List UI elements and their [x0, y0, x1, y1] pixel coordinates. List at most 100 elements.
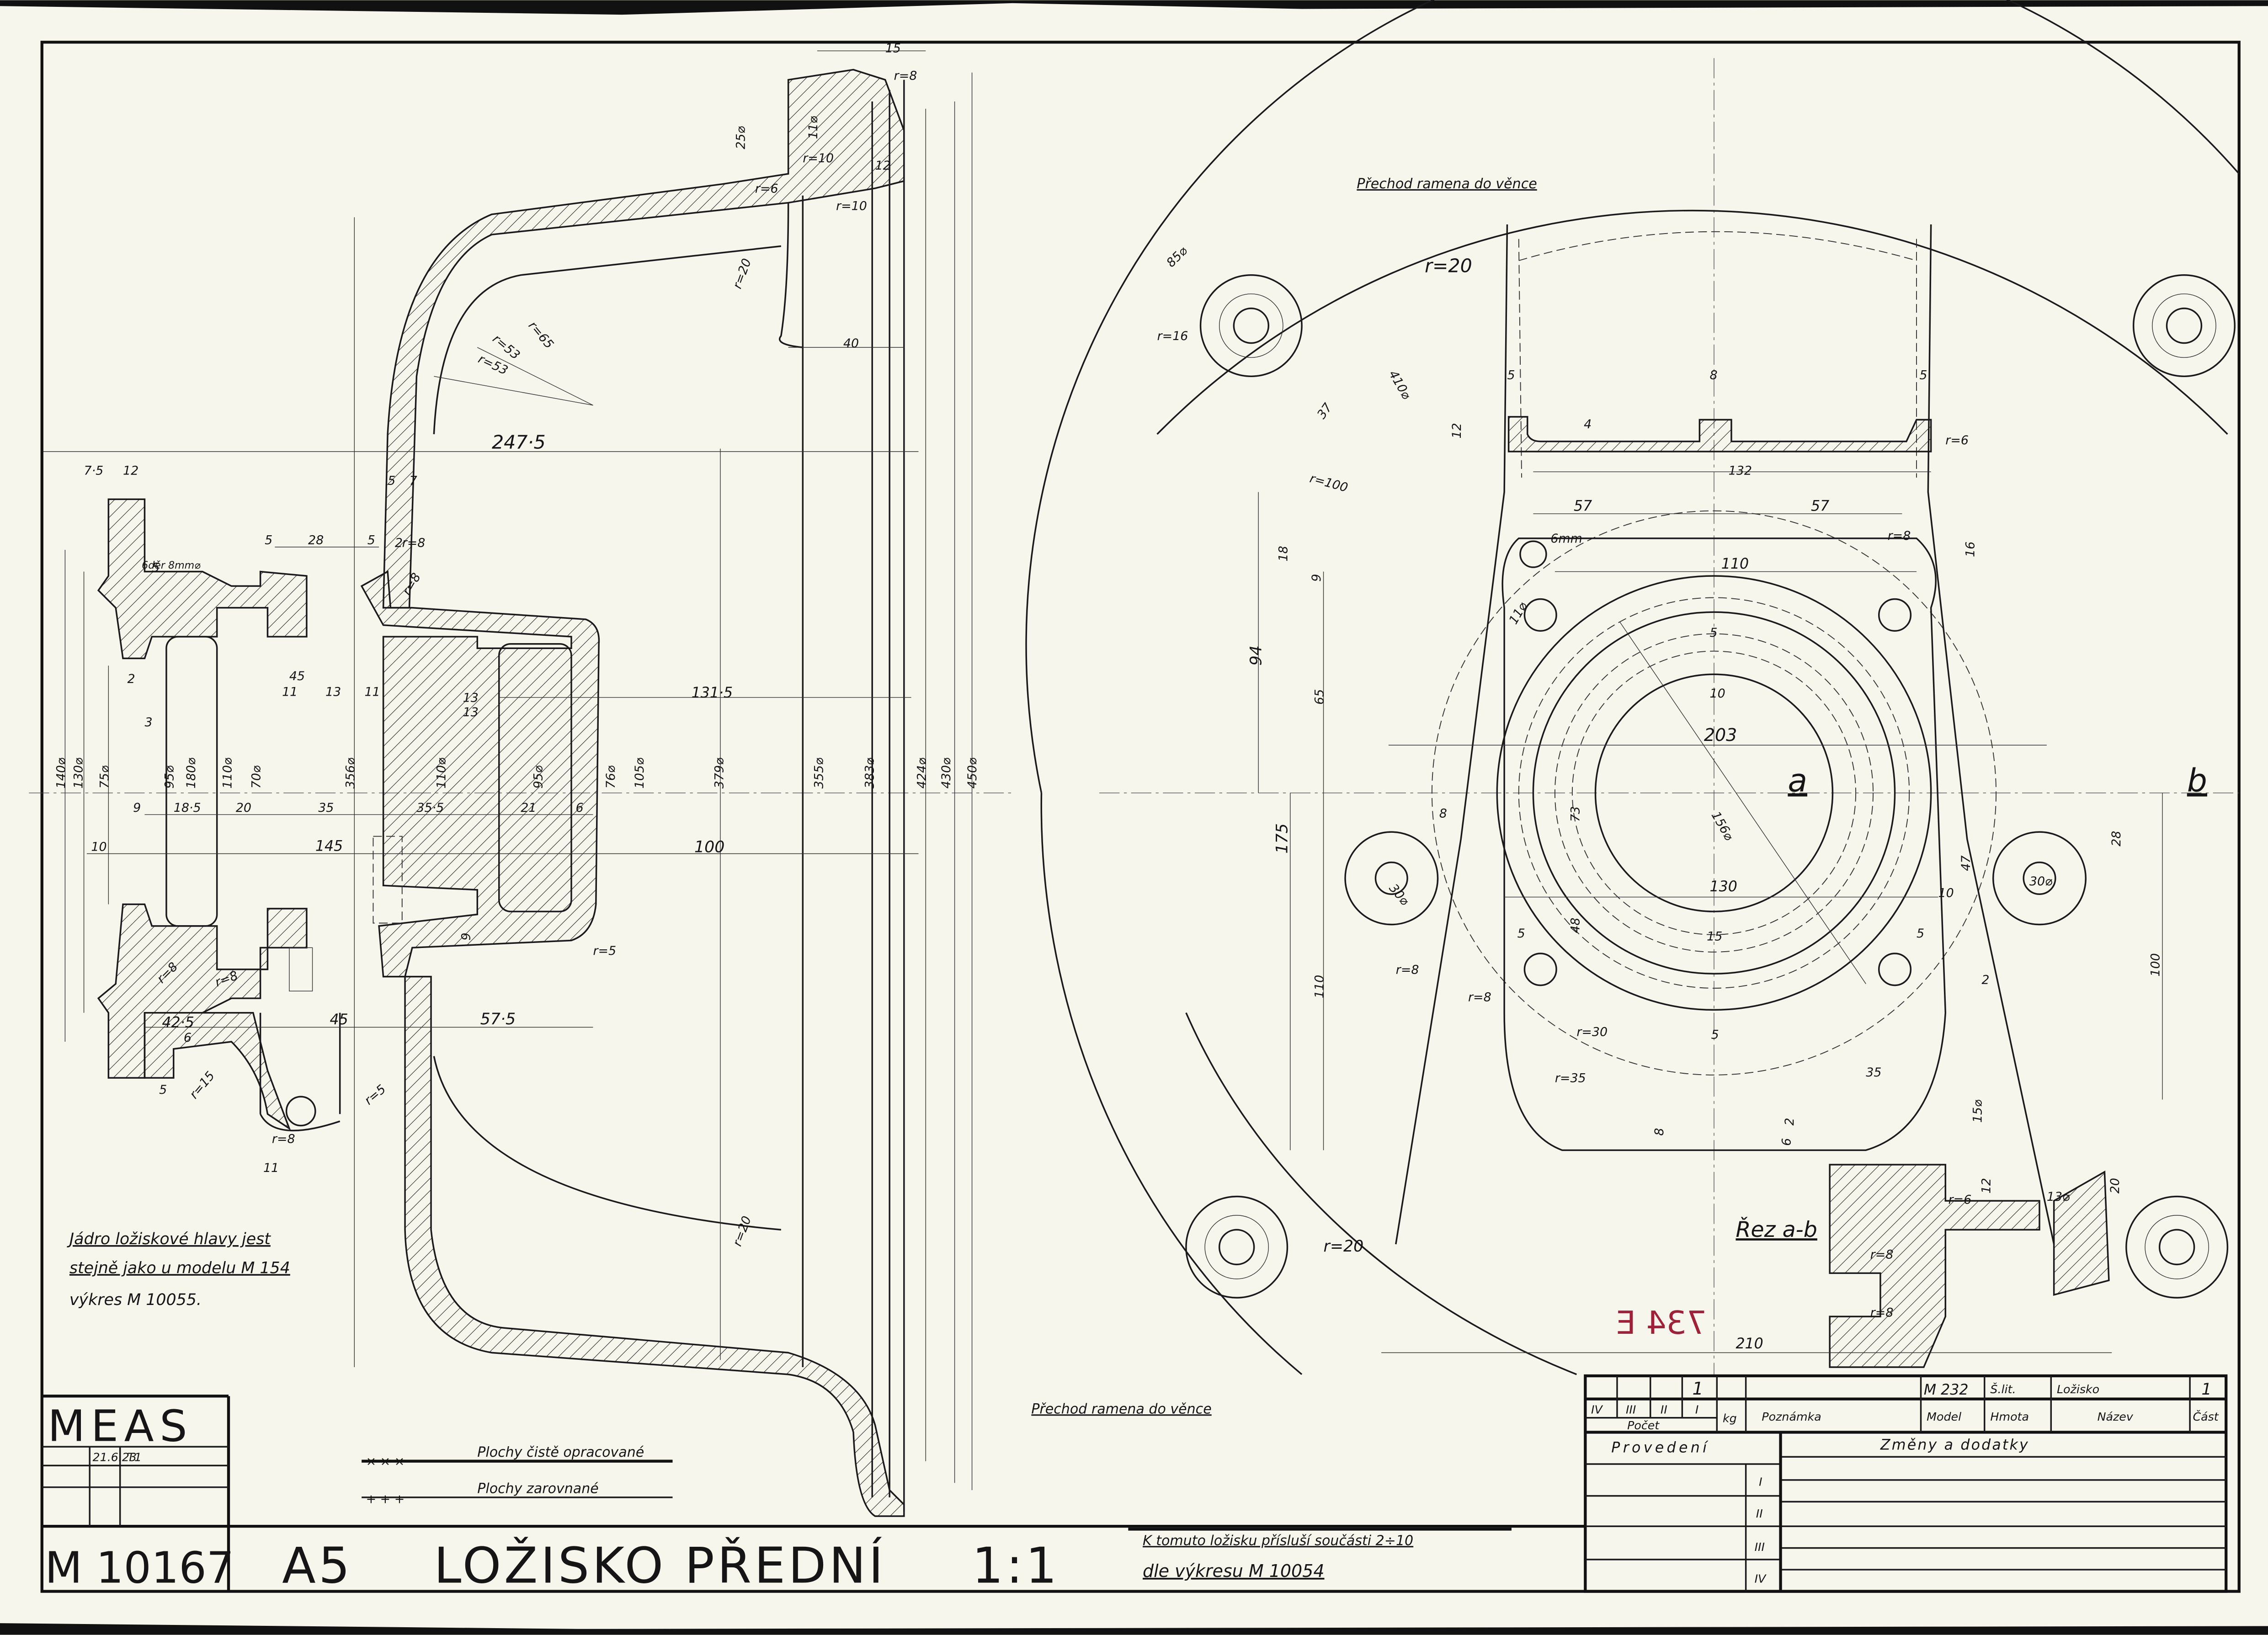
front-dimension-16: 18: [1276, 546, 1290, 561]
title-block: [42, 1395, 1587, 1592]
section-dimension-67: 13: [463, 691, 479, 705]
transition-note-bottom: Přechod ramena do věnce: [1031, 1401, 1211, 1417]
reference-line-1: K tomuto ložisku přísluší součásti 2÷10: [1143, 1533, 1413, 1549]
front-dimension-43: 15: [1707, 929, 1722, 943]
front-dimension-2: r=16: [1157, 329, 1188, 343]
section-dimension-12: 379⌀: [712, 758, 726, 788]
section-dimension-11: 105⌀: [633, 758, 647, 788]
section-dimension-7: 356⌀: [343, 758, 357, 788]
front-dimension-22: 130: [1709, 879, 1737, 895]
company-label: MEAS: [48, 1401, 193, 1451]
front-dimension-44: r=8: [1888, 529, 1911, 543]
date-label: 21.6.23: [93, 1451, 137, 1464]
section-dimension-3: 95⌀: [163, 766, 177, 788]
front-dimension-53: 15⌀: [1970, 1100, 1985, 1123]
qty-I-value: 1: [1693, 1379, 1704, 1399]
front-dimension-28: 100: [2149, 953, 2163, 976]
section-dimension-4: 180⌀: [184, 758, 198, 788]
front-dimension-5: r=20: [1425, 255, 1472, 277]
legend-leveled: Plochy zarovnané: [477, 1481, 598, 1497]
section-mark-b: b: [2187, 762, 2207, 799]
section-dimension-0: 140⌀: [54, 758, 68, 788]
header-model: Model: [1927, 1410, 1961, 1423]
section-dimension-73: 5: [152, 561, 160, 575]
front-dimension-39: r=20: [1324, 1237, 1364, 1256]
section-dimension-15: 424⌀: [915, 758, 929, 788]
core-note-line-3: výkres M 10055.: [69, 1291, 202, 1309]
drawn-by-label: T1: [127, 1451, 142, 1464]
front-dimension-6: 5: [1507, 368, 1515, 383]
core-note-line-2: stejně jako u modelu M 154: [69, 1259, 290, 1277]
section-dimension-74: 5: [159, 1083, 167, 1097]
front-dimension-14: 110: [1721, 556, 1749, 572]
front-dimension-23: 175: [1273, 823, 1291, 853]
section-dimension-10: 76⌀: [604, 766, 618, 788]
front-dimension-9: 12: [1450, 423, 1464, 438]
revision-II: II: [1756, 1507, 1763, 1520]
section-dimension-39: 11: [282, 685, 298, 699]
section-label: Řez a-b: [1736, 1216, 1817, 1242]
reference-line-2: dle výkresu M 10054: [1143, 1561, 1325, 1581]
section-dimension-21: 145: [315, 838, 343, 854]
section-dimension-40: 13: [325, 685, 341, 699]
section-dimension-18: 247·5: [492, 431, 546, 453]
front-view: [1025, 0, 2240, 1375]
section-dimension-16: 430⌀: [939, 758, 953, 788]
front-dimension-48: 4: [1584, 417, 1592, 431]
torn-bottom-edge: [0, 1623, 2268, 1635]
front-dimension-52: 6: [1780, 1138, 1794, 1146]
section-dimension-58: 2: [395, 536, 403, 550]
front-dimension-45: 73: [1569, 806, 1583, 822]
section-view-dimensions: 140⌀130⌀75⌀95⌀180⌀110⌀70⌀356⌀110⌀95⌀76⌀1…: [54, 41, 980, 1248]
header-kg: kg: [1723, 1411, 1737, 1425]
model-value: M 232: [1924, 1382, 1969, 1398]
dimension-lines: [43, 50, 926, 1360]
section-dimension-30: 21: [521, 801, 536, 815]
material-value: Š.lit.: [1990, 1382, 2016, 1396]
section-dimension-50: r=8: [894, 69, 917, 83]
x-mark-icon: × × ×: [366, 1454, 405, 1469]
front-dimension-19: 65: [1313, 689, 1327, 704]
header-II: II: [1661, 1403, 1667, 1416]
section-dimension-25: 9: [133, 801, 141, 815]
section-dimension-54: 5: [265, 533, 272, 547]
section-dimension-31: 6: [575, 801, 583, 815]
parts-table: [1584, 1374, 2228, 1593]
section-dimension-37: 15: [885, 41, 901, 55]
section-dimension-5: 110⌀: [220, 758, 234, 788]
format-label: A5: [282, 1538, 353, 1595]
header-material: Hmota: [1990, 1410, 2029, 1423]
section-dimension-66: 45: [289, 669, 305, 683]
changes-header: Změny a dodatky: [1880, 1437, 2029, 1453]
section-dimension-26: 18·5: [174, 801, 201, 815]
section-dimension-51: 25⌀: [734, 126, 748, 149]
front-dimension-46: 5: [1709, 626, 1717, 640]
front-dimension-30: 48: [1569, 917, 1583, 933]
section-dimension-36: 40: [843, 336, 859, 351]
front-dimension-25: 28: [2109, 831, 2124, 847]
section-dimension-52: 11⌀: [806, 116, 820, 139]
section-dimension-6: 70⌀: [250, 766, 264, 788]
tick-mark-icon: + + +: [366, 1492, 405, 1506]
legend-machined: Plochy čistě opracované: [477, 1444, 644, 1460]
surface-legend: × × × + + +: [362, 1454, 673, 1506]
front-dimension-10: r=6: [1945, 433, 1969, 447]
section-dimension-23: 42·5: [162, 1014, 194, 1031]
front-dimension-56: r=8: [1396, 963, 1419, 977]
section-dimension-75: 6: [184, 1031, 192, 1045]
section-dimension-27: 20: [236, 801, 251, 815]
section-dimension-71: 3: [144, 715, 152, 730]
section-dimension-72: 2: [127, 672, 135, 686]
section-dimension-20: 100: [694, 838, 724, 856]
section-dimension-68: 9: [459, 932, 473, 940]
front-dimension-42: 10: [1709, 687, 1725, 701]
front-dimension-57: r=8: [1468, 990, 1491, 1004]
drawing-border: [40, 41, 2241, 1593]
section-dimension-56: 7: [410, 474, 417, 488]
front-dimension-8: 5: [1919, 368, 1927, 383]
section-dimension-33: 28: [308, 533, 324, 547]
holes-note: 6děr 8mm⌀: [142, 559, 201, 571]
section-dimension-49: r=6: [755, 181, 778, 196]
front-dimension-18: 94: [1247, 645, 1265, 666]
section-dimension-65: r=5: [593, 944, 616, 958]
